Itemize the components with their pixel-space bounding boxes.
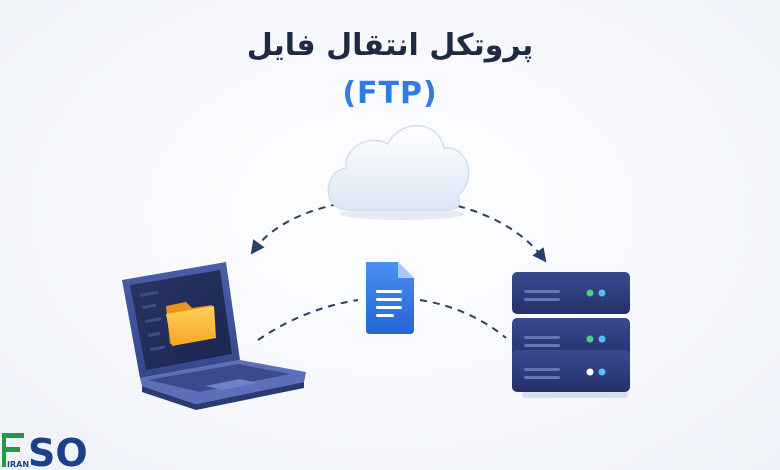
server-unit — [512, 318, 630, 360]
document-icon — [366, 262, 414, 334]
path-document-to-server — [419, 299, 507, 339]
server-icon — [512, 272, 630, 398]
folder-icon — [166, 302, 216, 346]
fso-logo: SO IRAN — [2, 431, 88, 470]
laptop-icon — [122, 262, 306, 410]
server-unit — [512, 272, 630, 314]
page-subtitle: (FTP) — [342, 76, 438, 111]
cloud-icon — [327, 125, 470, 220]
arrow-cloud-to-laptop — [250, 203, 339, 255]
svg-text:SO: SO — [28, 431, 88, 470]
svg-text:IRAN: IRAN — [7, 460, 29, 469]
path-laptop-to-document — [257, 299, 359, 341]
server-unit — [512, 350, 630, 392]
arrow-cloud-to-server — [457, 205, 547, 263]
page-title: پروتکل انتقال فایل — [246, 28, 534, 63]
